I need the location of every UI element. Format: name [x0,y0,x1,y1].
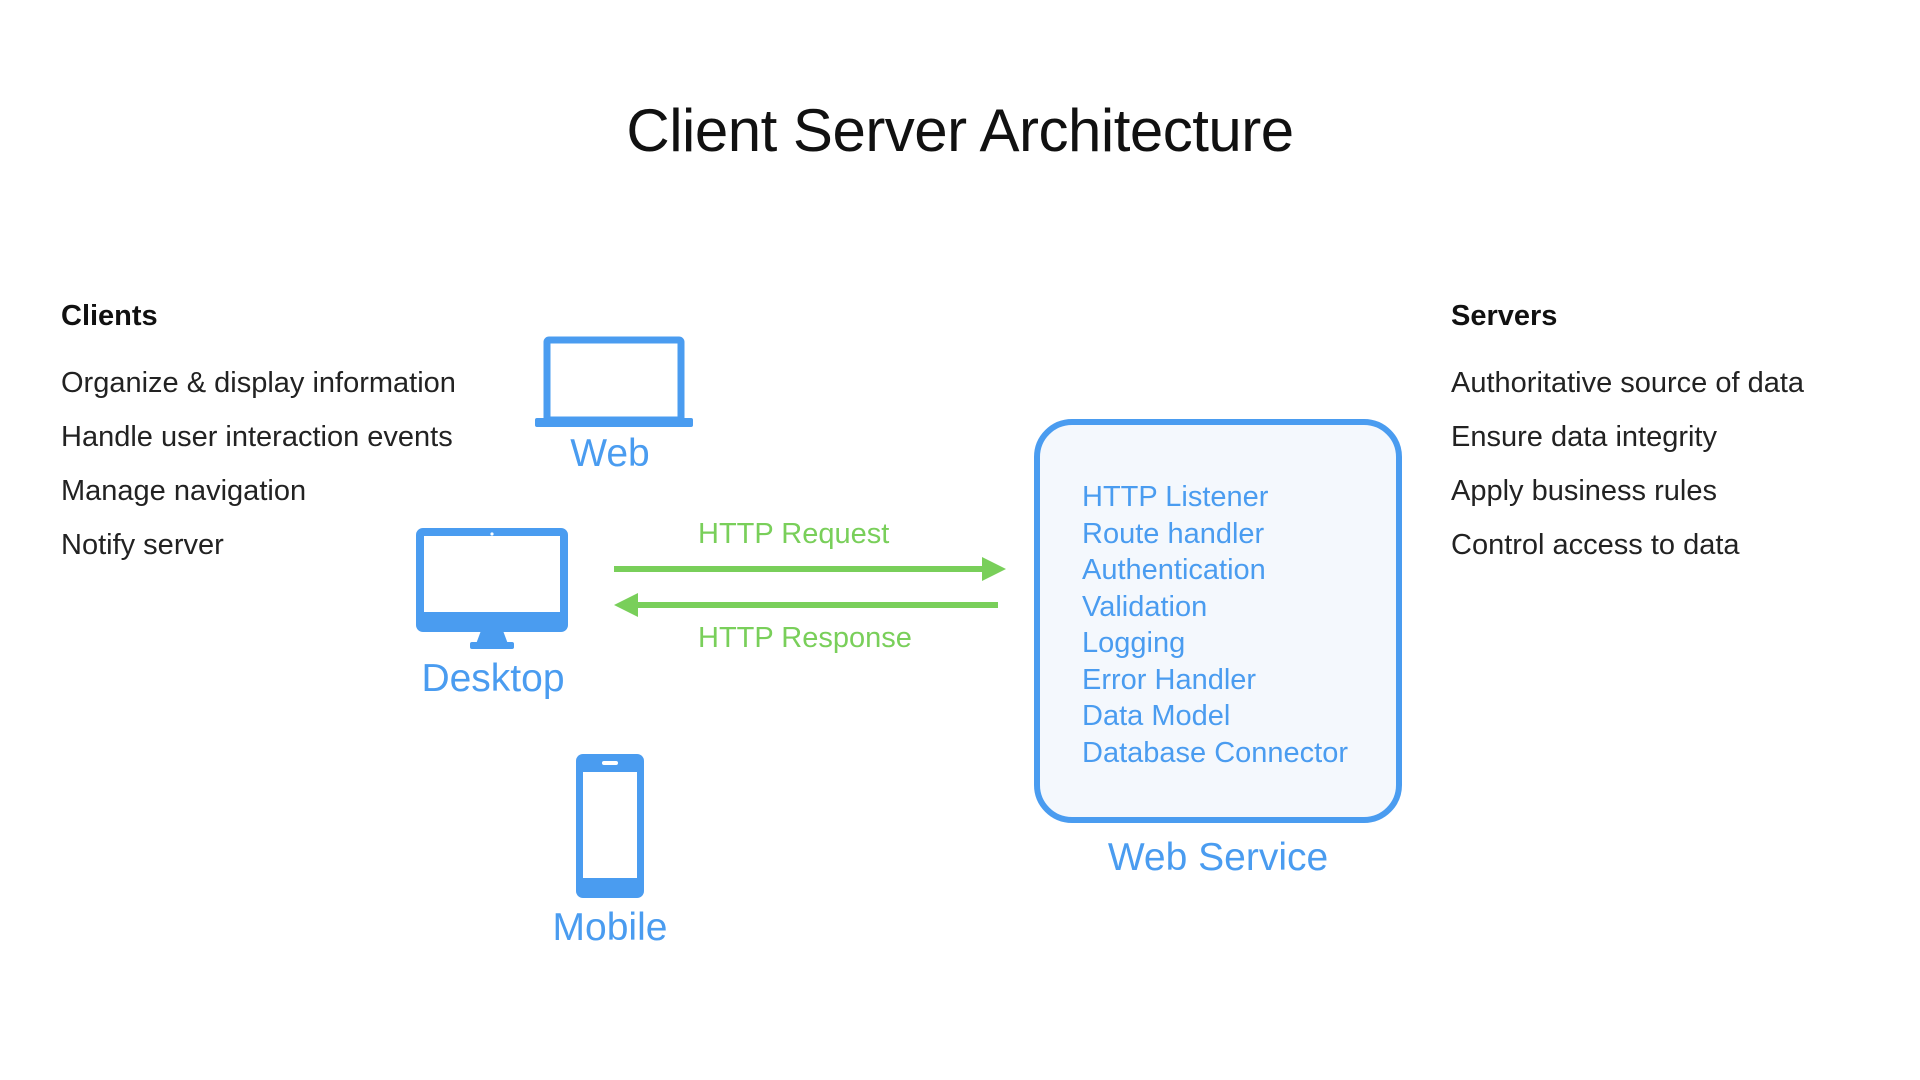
response-arrow [612,592,1008,618]
list-item: Ensure data integrity [1451,421,1717,453]
list-item: Database Connector [1082,736,1348,769]
clients-list: Organize & display information Handle us… [61,356,456,572]
desktop-client [416,528,568,652]
list-item: Notify server [61,529,224,561]
list-item: Authoritative source of data [1451,367,1805,399]
list-item: Data Model [1082,700,1231,732]
list-item: Error Handler [1082,663,1257,696]
desktop-monitor-icon [416,528,568,649]
list-item: Organize & display information [61,367,456,399]
list-item: HTTP Listener [1082,481,1269,513]
list-item: Route handler [1082,517,1265,550]
mobile-phone-icon [576,754,644,898]
service-components-list: HTTP Listener Route handler Authenticati… [1082,479,1348,771]
servers-list: Authoritative source of data Ensure data… [1451,356,1804,572]
list-item: Authentication [1082,554,1266,586]
web-service-label: Web Service [1107,836,1329,879]
laptop-icon [535,336,693,427]
list-item: Manage navigation [61,475,307,507]
list-item: Logging [1082,627,1186,659]
list-item: Control access to data [1451,529,1740,561]
http-response-label: HTTP Response [698,622,912,654]
http-request-label: HTTP Request [698,518,890,550]
mobile-label: Mobile [552,906,668,949]
arrow-right-icon [614,557,1006,581]
arrow-left-icon [614,593,998,617]
mobile-client [574,752,646,900]
servers-heading: Servers [1451,300,1558,332]
desktop-label: Desktop [421,657,565,700]
web-client [533,336,695,428]
list-item: Handle user interaction events [61,421,453,453]
web-label: Web [570,432,650,475]
list-item: Validation [1082,590,1208,623]
request-arrow [612,556,1008,582]
list-item: Apply business rules [1451,475,1717,507]
clients-heading: Clients [61,300,158,332]
web-service-box: HTTP Listener Route handler Authenticati… [1034,419,1402,823]
page-title: Client Server Architecture [626,97,1294,164]
